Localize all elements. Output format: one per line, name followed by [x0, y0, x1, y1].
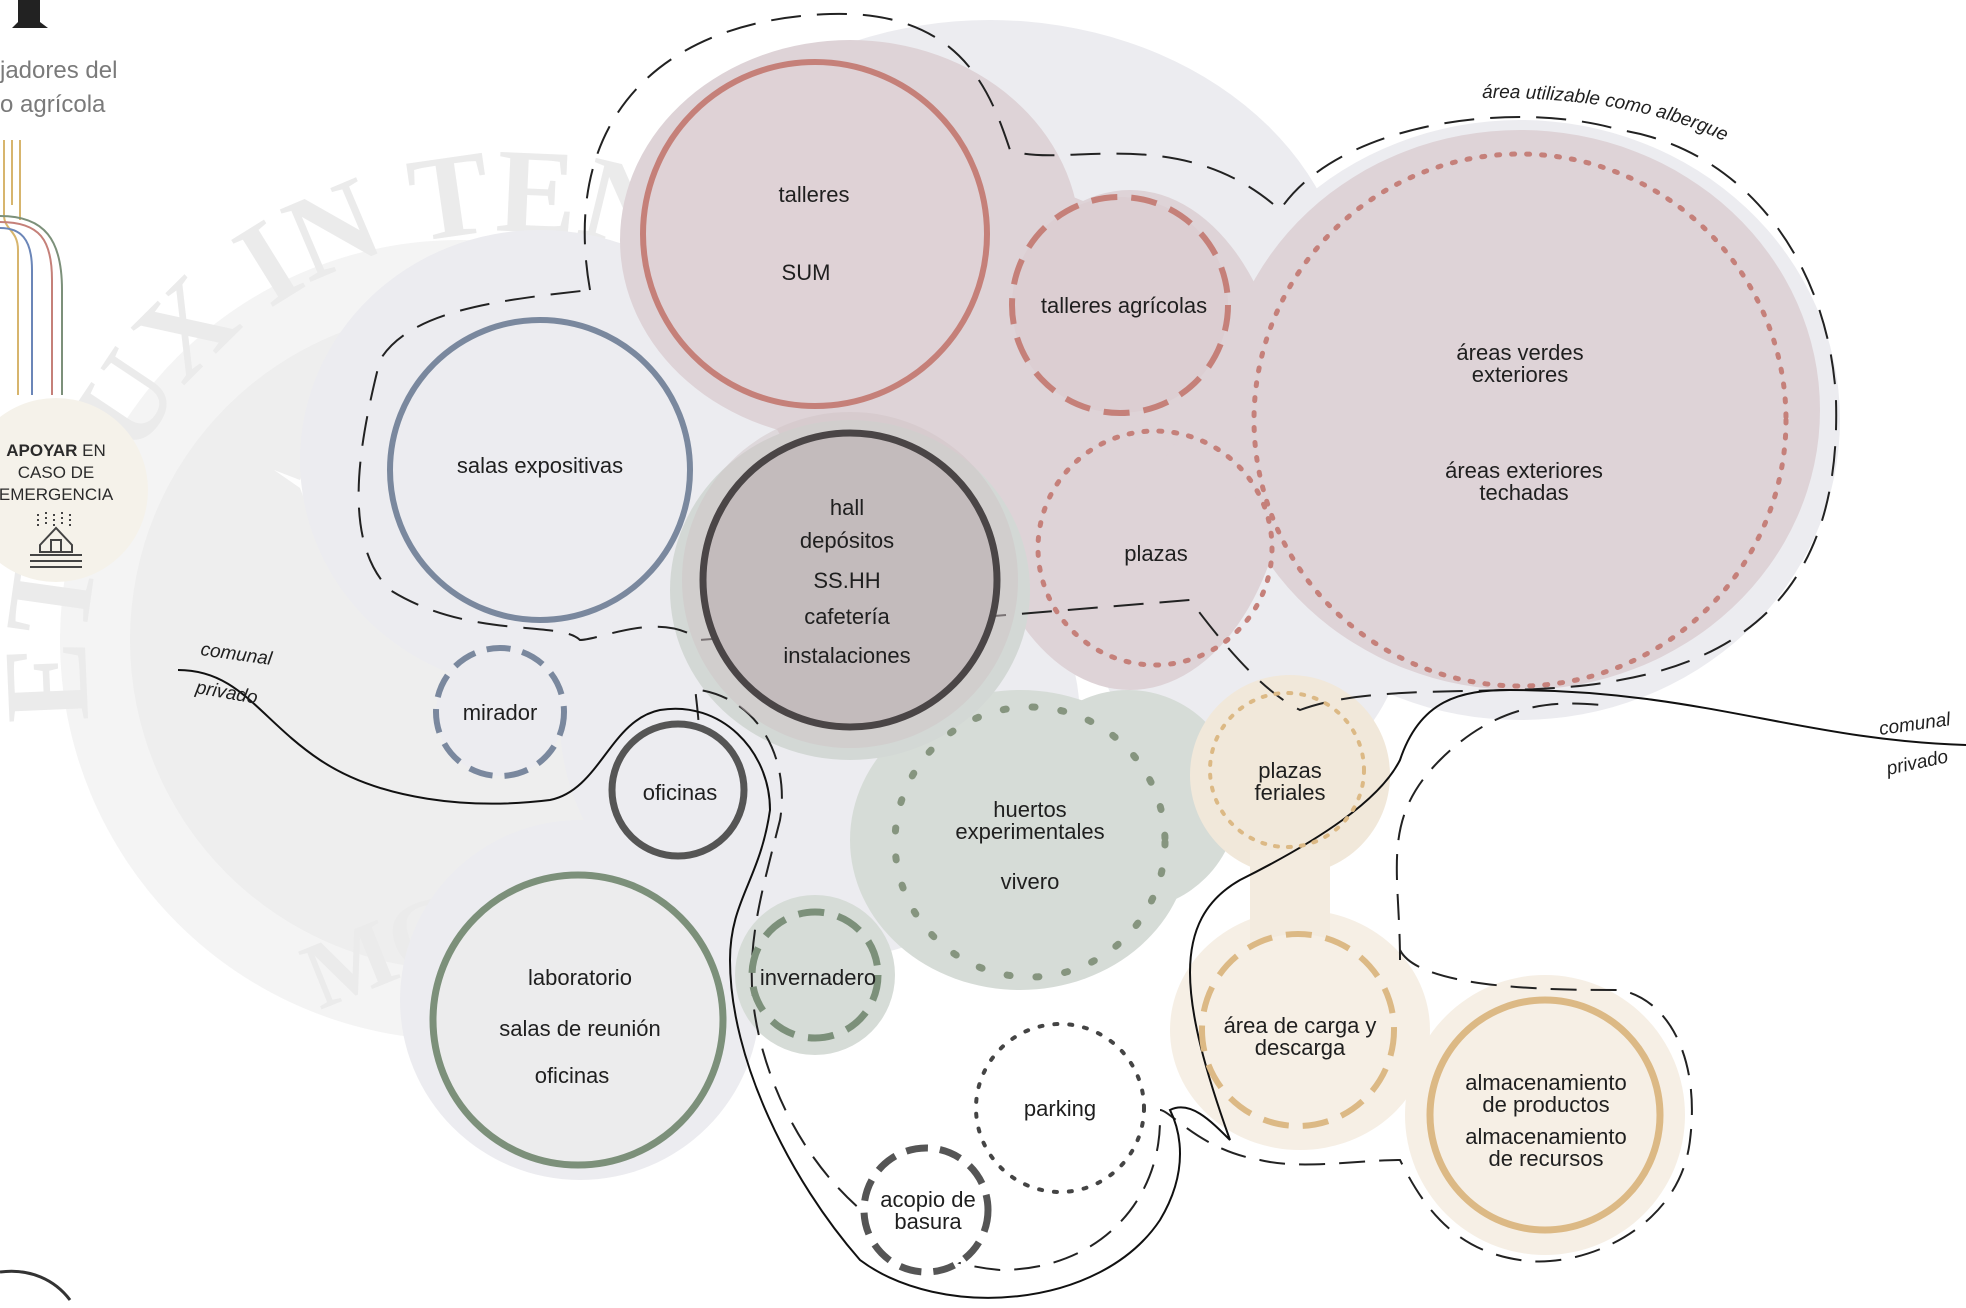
hall-circle [699, 429, 1001, 731]
corner-curve [0, 1269, 72, 1301]
invernadero-circle [748, 908, 882, 1042]
label-areas-techadas-2: techadas [1479, 480, 1568, 505]
side-panel: jadores del o agrícola APOYAR EN CASO DE… [0, 0, 148, 1301]
talleres-sum-circle [640, 59, 990, 409]
label-talleres: talleres [779, 182, 850, 207]
label-huertos-2: experimentales [955, 819, 1104, 844]
almacenamiento-circle [1426, 996, 1664, 1234]
label-plazas: plazas [1124, 541, 1188, 566]
label-talleres-agricolas: talleres agrícolas [1041, 293, 1207, 318]
privado-left-outline [694, 686, 1161, 1272]
label-vivero: vivero [1001, 869, 1060, 894]
plazas-feriales-dotted-circle [1208, 691, 1366, 849]
oficinas-circle [608, 720, 748, 860]
mirador-circle [433, 645, 567, 779]
acopio-basura-circle [860, 1144, 992, 1276]
label-carga-2: descarga [1255, 1035, 1346, 1060]
badge-line1: APOYAR EN [6, 441, 106, 460]
person-icon [12, 0, 48, 28]
label-areas-techadas-1: áreas exteriores [1445, 458, 1603, 483]
label-acopio-1: acopio de [880, 1187, 975, 1212]
salas-expositivas-circle [387, 317, 693, 623]
label-plazas-feriales-2: feriales [1255, 780, 1326, 805]
label-sshh: SS.HH [813, 568, 880, 593]
label-comunal-right: comunal [1878, 709, 1953, 740]
label-instalaciones: instalaciones [783, 643, 910, 668]
side-title-line1: jadores del [0, 57, 117, 84]
label-plazas-feriales-1: plazas [1258, 758, 1322, 783]
label-oficinas: oficinas [643, 780, 718, 805]
label-mirador: mirador [463, 700, 538, 725]
label-parking: parking [1024, 1096, 1096, 1121]
label-areas-verdes-1: áreas verdes [1456, 340, 1583, 365]
label-laboratorio: laboratorio [528, 965, 632, 990]
plazas-dotted-circle [1035, 428, 1275, 668]
label-salas-reunion: salas de reunión [499, 1016, 660, 1041]
label-almac-rec-1: almacenamiento [1465, 1124, 1626, 1149]
shelter-zone-outline [357, 12, 1838, 712]
label-almac-prod-2: de productos [1482, 1092, 1609, 1117]
laboratorio-circle [429, 871, 727, 1169]
label-privado-right: privado [1884, 746, 1950, 780]
label-sum: SUM [782, 260, 831, 285]
label-hall: hall [830, 495, 864, 520]
carga-descarga-circle [1199, 931, 1397, 1129]
comunal-privado-divider [177, 669, 1966, 1299]
privado-right-outline [1159, 702, 1693, 1263]
label-acopio-2: basura [894, 1209, 962, 1234]
label-cafeteria: cafetería [804, 604, 890, 629]
house-flood-icon [30, 510, 82, 568]
emergency-badge-circle [0, 398, 148, 582]
badge-line2: CASO DE [18, 463, 95, 482]
label-depositos: depósitos [800, 528, 894, 553]
node-labels: talleres SUM talleres agrícolas áreas ve… [457, 182, 1627, 1234]
label-almac-rec-2: de recursos [1489, 1146, 1604, 1171]
label-huertos-1: huertos [993, 797, 1066, 822]
label-salas-expositivas: salas expositivas [457, 453, 623, 478]
label-invernadero: invernadero [760, 965, 876, 990]
talleres-agricolas-circle [1009, 194, 1231, 416]
side-title-line2: o agrícola [0, 91, 106, 118]
label-carga-1: área de carga y [1224, 1013, 1377, 1038]
areas-verdes-dotted-circle [1251, 151, 1789, 689]
side-connector-lines [0, 140, 63, 395]
badge-line3: EMERGENCIA [0, 485, 114, 504]
label-areas-verdes-2: exteriores [1472, 362, 1569, 387]
parking-dotted-circle [974, 1022, 1146, 1194]
huertos-dotted-circle [891, 703, 1169, 981]
label-almac-prod-1: almacenamiento [1465, 1070, 1626, 1095]
label-oficinas-lab: oficinas [535, 1063, 610, 1088]
